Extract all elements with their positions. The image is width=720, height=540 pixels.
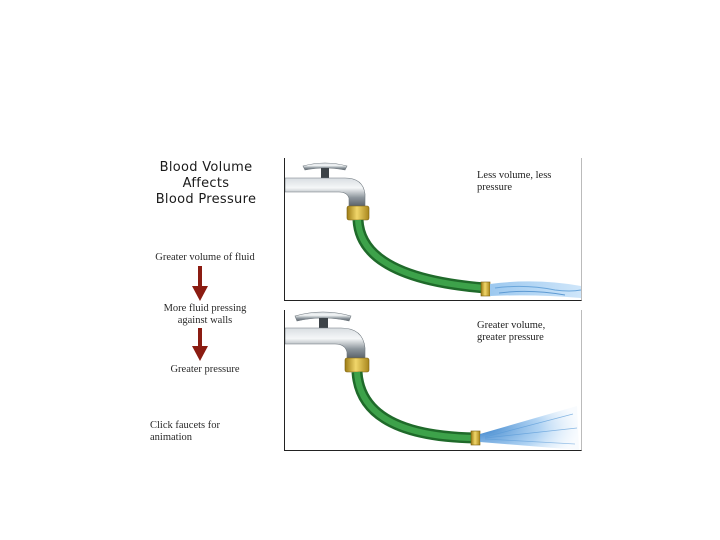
- water-spray-high: [480, 406, 579, 450]
- instruction-line-1: Click faucets for: [150, 420, 260, 432]
- diagram-title: Blood Volume Affects Blood Pressure: [128, 160, 284, 208]
- label-less-volume-line-2: pressure: [477, 182, 577, 194]
- label-greater-volume-line-2: greater pressure: [477, 332, 581, 344]
- instruction-text: Click faucets for animation: [150, 420, 260, 444]
- label-less-volume-line-1: Less volume, less: [477, 170, 577, 182]
- label-less-volume: Less volume, less pressure: [477, 170, 577, 194]
- down-arrow-icon: [191, 328, 209, 362]
- step-greater-volume: Greater volume of fluid: [140, 252, 270, 264]
- step-more-fluid-line-2: against walls: [140, 315, 270, 327]
- title-line-1: Blood Volume: [128, 160, 284, 176]
- down-arrow-icon: [191, 266, 209, 302]
- faucet-handle-icon[interactable]: [295, 312, 351, 328]
- panel-less-volume: Less volume, less pressure: [284, 158, 582, 301]
- water-stream-low: [490, 281, 581, 298]
- label-greater-volume-line-1: Greater volume,: [477, 320, 581, 332]
- step-greater-pressure: Greater pressure: [140, 364, 270, 376]
- label-greater-volume: Greater volume, greater pressure: [477, 320, 581, 344]
- step-more-fluid-line-1: More fluid pressing: [140, 303, 270, 315]
- panel-greater-volume: Greater volume, greater pressure: [284, 310, 582, 451]
- title-line-3: Blood Pressure: [128, 192, 284, 208]
- step-more-fluid-pressing: More fluid pressing against walls: [140, 303, 270, 327]
- title-line-2: Affects: [128, 176, 284, 192]
- instruction-line-2: animation: [150, 432, 260, 444]
- faucet-handle-icon[interactable]: [303, 163, 347, 178]
